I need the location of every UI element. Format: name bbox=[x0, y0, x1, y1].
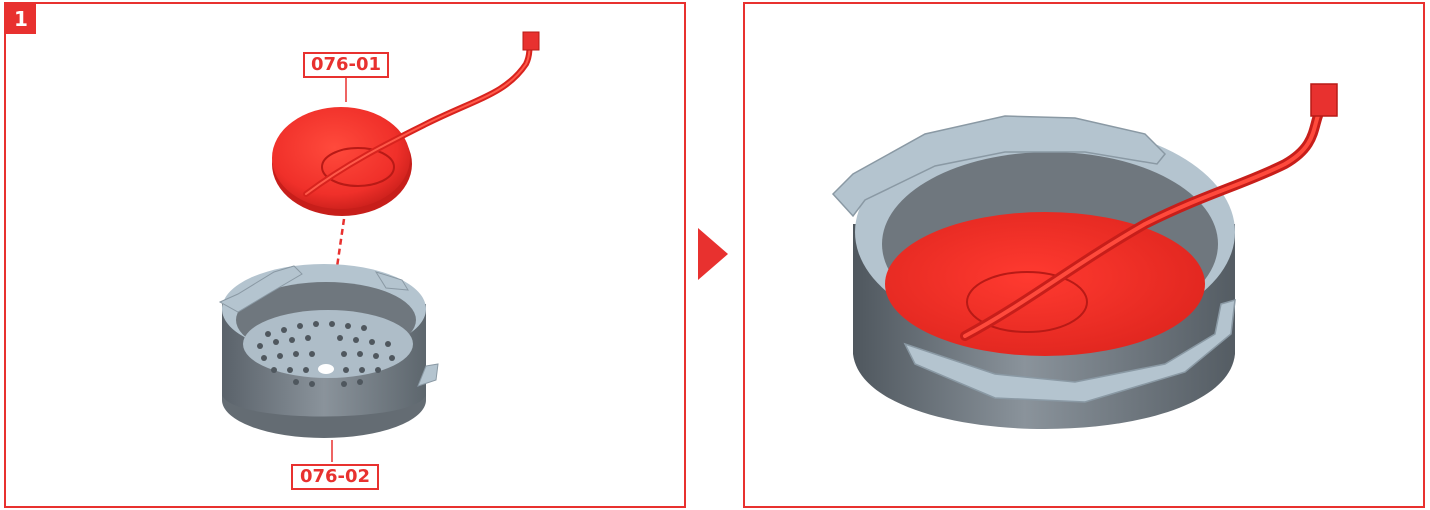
exploded-assembly-illustration bbox=[6, 4, 688, 510]
center-hole bbox=[318, 364, 334, 374]
assembled-cup bbox=[833, 84, 1337, 429]
part-label-bottom: 076-02 bbox=[291, 464, 379, 490]
play-triangle-icon bbox=[698, 228, 728, 280]
perforated-cup-part bbox=[220, 264, 438, 438]
step-panel-right bbox=[743, 2, 1425, 508]
assembled-result-illustration bbox=[745, 4, 1427, 510]
part-label-top: 076-01 bbox=[303, 52, 389, 78]
step-panel-left: 1 bbox=[4, 2, 686, 508]
